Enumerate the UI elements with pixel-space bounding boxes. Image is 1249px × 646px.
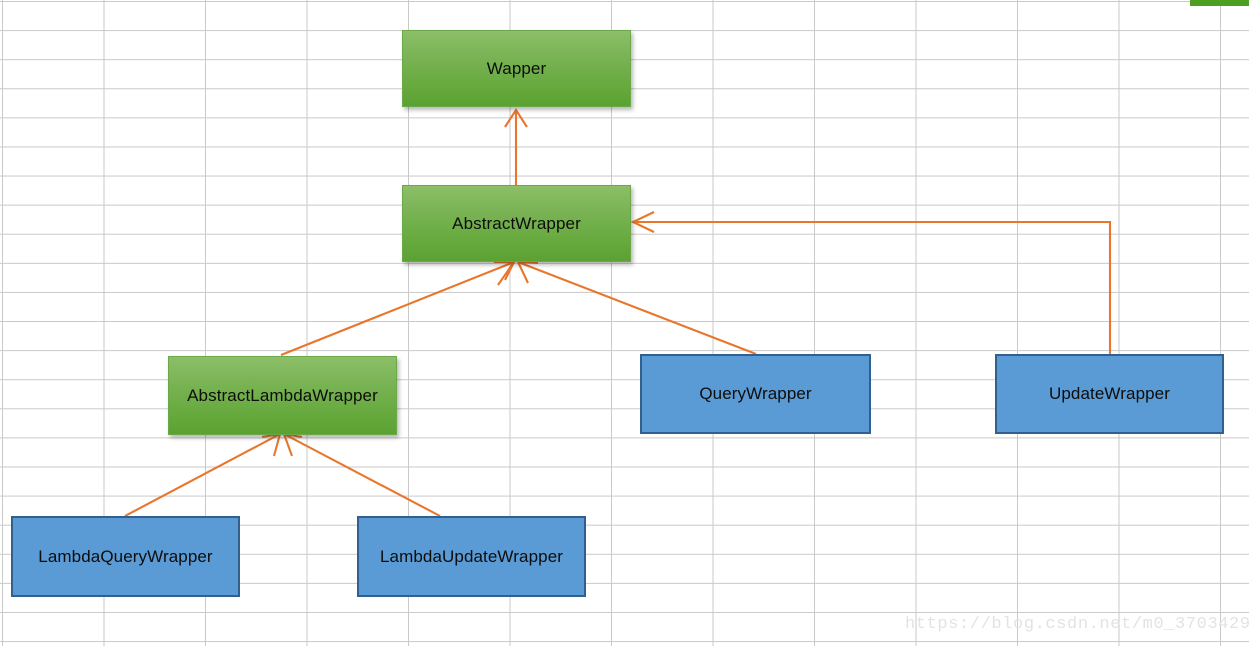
node-wapper-label: Wapper (486, 58, 547, 78)
edge-lambdaupdatewrapper-to-abstractlambdawrapper (283, 432, 441, 517)
node-update-wrapper[interactable]: UpdateWrapper (995, 354, 1224, 434)
node-abstract-wrapper[interactable]: AbstractWrapper (402, 185, 631, 262)
node-abstract-lambda-wrapper-label: AbstractLambdaWrapper (187, 385, 378, 405)
node-lambda-update-wrapper-label: LambdaUpdateWrapper (379, 546, 564, 566)
node-query-wrapper-label: QueryWrapper (699, 384, 812, 403)
edge-querywrapper-to-abstractwrapper (517, 260, 757, 355)
watermark: https://blog.csdn.net/m0_37034294 (905, 615, 1249, 634)
node-lambda-update-wrapper[interactable]: LambdaUpdateWrapper (357, 516, 586, 597)
node-lambda-query-wrapper[interactable]: LambdaQueryWrapper (11, 516, 240, 597)
edge-updatewrapper-to-abstractwrapper (630, 211, 1112, 354)
edge-lambdaquerywrapper-to-abstractlambdawrapper (124, 432, 282, 517)
node-abstract-lambda-wrapper[interactable]: AbstractLambdaWrapper (168, 356, 397, 435)
node-update-wrapper-label: UpdateWrapper (1049, 384, 1170, 403)
node-wapper[interactable]: Wapper (402, 30, 631, 107)
edge-abstractlambdawrapper-to-abstractwrapper (280, 260, 516, 356)
node-lambda-query-wrapper-label: LambdaQueryWrapper (38, 546, 213, 566)
edge-abstractwrapper-to-wapper (504, 108, 528, 185)
node-abstract-wrapper-label: AbstractWrapper (452, 213, 581, 233)
node-query-wrapper[interactable]: QueryWrapper (640, 354, 871, 434)
accent-bar (1190, 0, 1249, 6)
